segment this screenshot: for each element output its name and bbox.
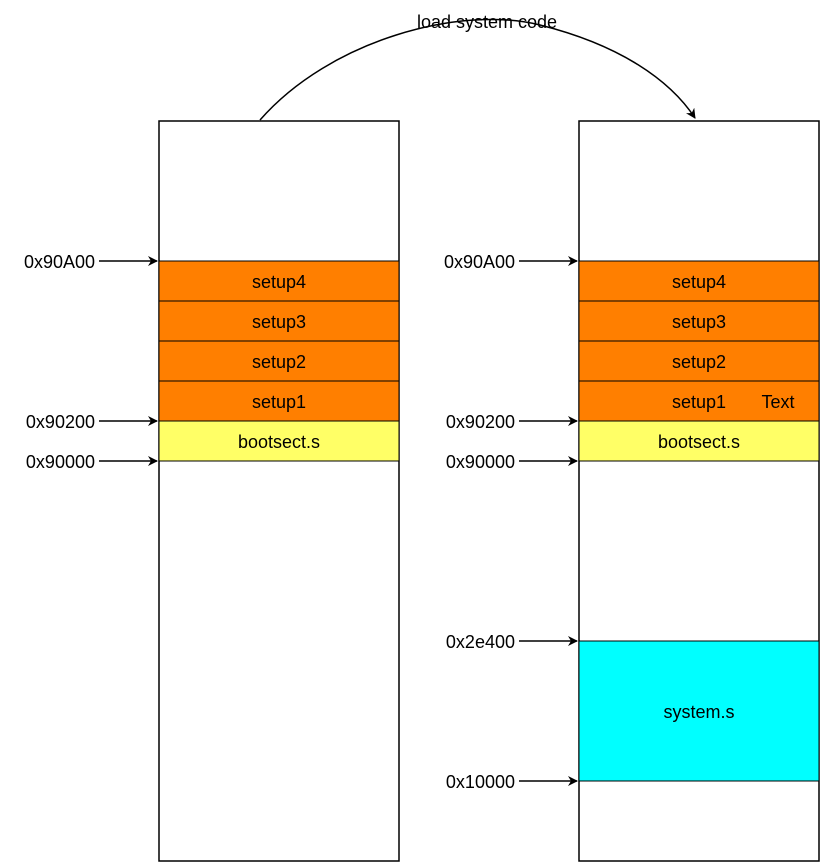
right-block-setup2-label: setup2 [672,352,726,372]
right-block-setup4: setup4 [578,260,820,302]
left-block-bootsect-label: bootsect.s [238,432,320,452]
left-address-0x90000: 0x90000 [26,452,158,472]
right-block-setup4-label: setup4 [672,272,726,292]
left-block-setup4-label: setup4 [252,272,306,292]
diagram-title: load system code [417,12,557,32]
left-block-setup2-label: setup2 [252,352,306,372]
load-arrow [259,18,696,121]
right-block-system-label: system.s [663,702,734,722]
left-block-setup1: setup1 [158,380,400,422]
right-block-setup3-label: setup3 [672,312,726,332]
right-address-label: 0x90000 [446,452,515,472]
right-block-bootsect: bootsect.s [578,420,820,462]
left-block-setup3: setup3 [158,300,400,342]
right-address-0x10000: 0x10000 [446,772,578,792]
right-address-0x2e400: 0x2e400 [446,632,578,652]
left-block-setup3-label: setup3 [252,312,306,332]
right-block-setup1-label: setup1 [672,392,726,412]
left-address-label: 0x90000 [26,452,95,472]
left-block-setup1-label: setup1 [252,392,306,412]
right-block-setup2: setup2 [578,340,820,382]
left-memory-column [158,120,400,862]
right-address-0x90200: 0x90200 [446,412,578,432]
right-address-label: 0x10000 [446,772,515,792]
left-address-0x90200: 0x90200 [26,412,158,432]
left-block-setup2: setup2 [158,340,400,382]
right-block-setup3: setup3 [578,300,820,342]
right-address-0x90000: 0x90000 [446,452,578,472]
right-block-extra-text: Text [761,392,794,412]
right-block-bootsect-label: bootsect.s [658,432,740,452]
right-address-label: 0x2e400 [446,632,515,652]
left-address-label: 0x90200 [26,412,95,432]
right-address-label: 0x90A00 [444,252,515,272]
left-address-0x90A00: 0x90A00 [24,252,158,272]
right-block-system: system.s [578,640,820,782]
right-address-0x90A00: 0x90A00 [444,252,578,272]
left-address-label: 0x90A00 [24,252,95,272]
right-block-setup1: setup1 Text [578,380,820,422]
right-address-label: 0x90200 [446,412,515,432]
left-block-setup4: setup4 [158,260,400,302]
left-block-bootsect: bootsect.s [158,420,400,462]
